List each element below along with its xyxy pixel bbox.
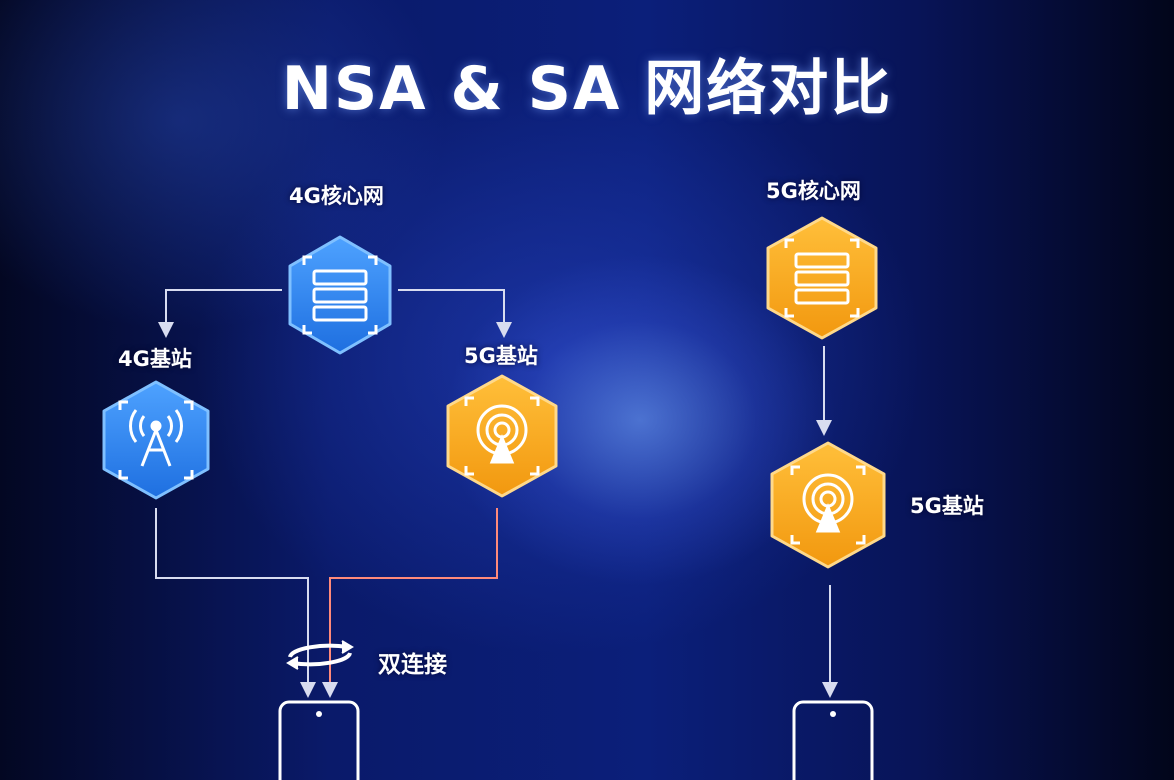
5g-core-network-node	[766, 216, 878, 340]
cell-tower-icon	[118, 400, 194, 480]
4g-core-network-label: 4G核心网	[289, 184, 384, 208]
4g-base-station-label: 4G基站	[118, 347, 192, 371]
nsa-connectors	[155, 289, 512, 698]
page-title: NSA & SA 网络对比	[281, 54, 893, 124]
5g-base-station-node-sa	[770, 441, 886, 569]
5g-bs-to-phone-line	[322, 508, 498, 698]
5g-antenna-icon	[790, 465, 866, 545]
5g-antenna-icon	[464, 396, 540, 476]
dual-connection-icon	[286, 640, 354, 670]
dual-connection-label: 双连接	[378, 652, 447, 678]
core-to-4g-bs-line	[158, 289, 282, 338]
server-icon	[302, 255, 378, 335]
nsa-phone	[278, 700, 360, 780]
5g-core-network-label: 5G核心网	[766, 179, 861, 203]
4g-core-network-node	[288, 235, 392, 355]
4g-bs-to-phone-line	[155, 508, 316, 698]
4g-base-station-node	[102, 380, 210, 500]
5g-base-station-node-nsa	[446, 374, 558, 498]
5g-base-station-label-sa: 5G基站	[910, 494, 984, 518]
sa-connectors	[816, 346, 838, 698]
server-icon	[784, 238, 860, 318]
sa-phone	[792, 700, 874, 780]
core-to-5g-bs-line	[398, 289, 512, 338]
5g-base-station-label-nsa: 5G基站	[464, 344, 538, 368]
